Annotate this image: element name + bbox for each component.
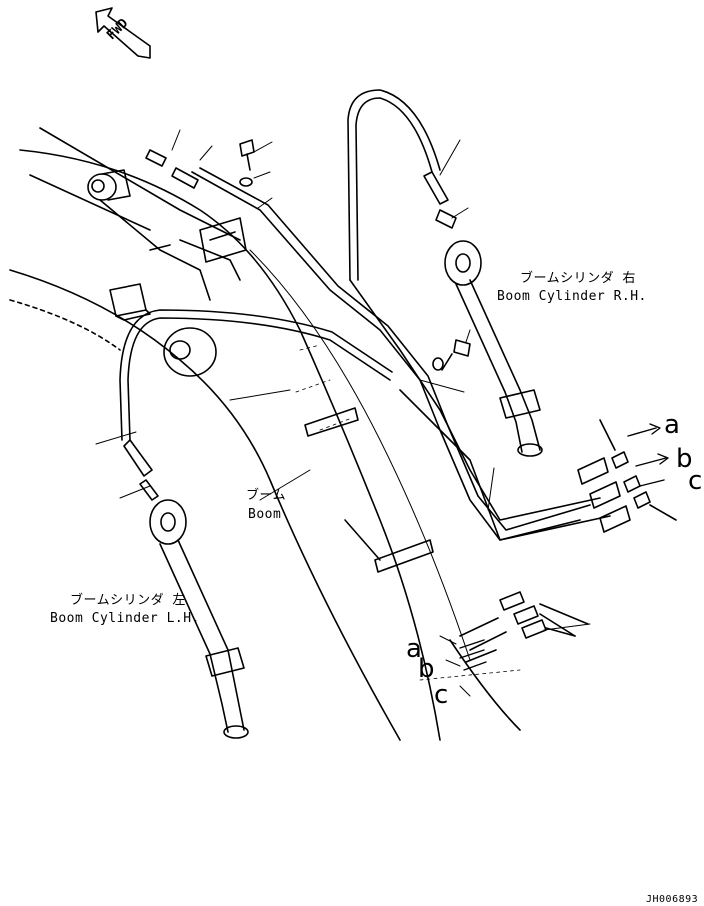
boom-cylinder-rh <box>444 240 543 457</box>
lower-connectors <box>459 591 589 663</box>
boom-cylinder-lh-en-label: Boom Cylinder L.H. <box>50 611 200 626</box>
boom-cylinder-lh-jp-label: ブームシリンダ 左 <box>70 593 186 608</box>
connection-letter-a-lower: a <box>406 634 422 664</box>
connection-letter-a: a <box>664 410 680 440</box>
connection-letter-b: b <box>676 444 693 474</box>
boom-jp-label: ブーム <box>246 488 287 503</box>
bracket-block <box>109 283 151 321</box>
right-connectors <box>577 419 677 533</box>
boom-en-label: Boom <box>248 507 282 522</box>
hose-end <box>123 149 457 501</box>
drawing-code: JH006893 <box>646 894 699 905</box>
bolt-icon <box>239 139 471 371</box>
boom-pivot-boss <box>87 169 217 377</box>
lh-tube <box>119 309 611 541</box>
boom-cylinder-rh-en-label: Boom Cylinder R.H. <box>497 289 647 304</box>
connection-letter-b-lower: b <box>418 654 435 684</box>
clamp-plate <box>199 217 434 573</box>
boom-outline <box>9 127 521 741</box>
boom-cylinder-rh-jp-label: ブームシリンダ 右 <box>520 271 636 286</box>
fwd-arrow-icon <box>95 7 151 59</box>
hatch-lines <box>295 344 521 681</box>
connection-arrow-icon <box>459 423 669 671</box>
boom-cylinder-lh <box>149 499 249 739</box>
connection-letter-c-lower: c <box>434 680 449 710</box>
connection-letter-c: c <box>688 466 703 496</box>
leader-line <box>95 129 591 697</box>
